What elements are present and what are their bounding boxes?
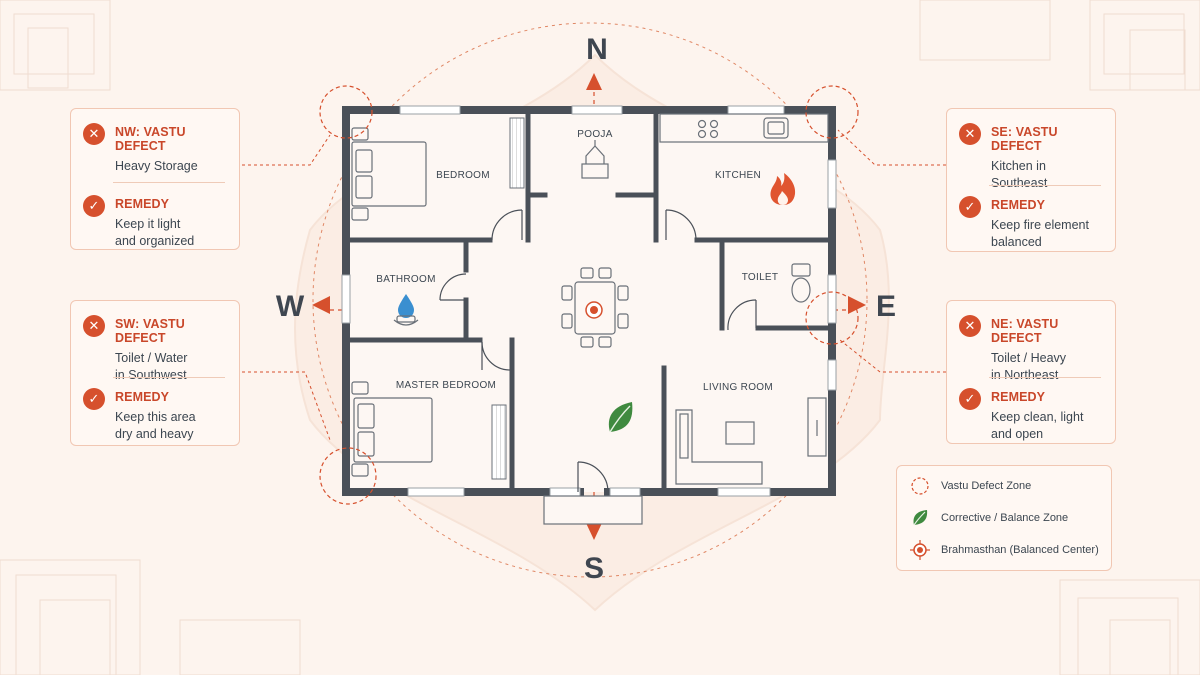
card-sw-defect: ✕ SW: VASTU DEFECT Toilet / Water in Sout… xyxy=(70,300,240,446)
kitchen-counter xyxy=(659,113,829,143)
dining-table xyxy=(561,267,629,348)
room-label-kitchen: KITCHEN xyxy=(715,170,761,181)
remedy-line: and open xyxy=(991,427,1044,441)
defect-zone-legend-icon xyxy=(911,477,929,495)
remedy-title: REMEDY xyxy=(991,390,1046,404)
defect-zone-se xyxy=(805,85,859,139)
defect-zone-sw xyxy=(319,447,377,505)
fire-icon xyxy=(770,173,796,205)
room-label-living-room: LIVING ROOM xyxy=(703,382,773,393)
remedy-title: REMEDY xyxy=(115,390,170,404)
north-label: N xyxy=(586,33,608,66)
card-se-defect: ✕ SE: VASTU DEFECT Kitchen in Southeast ✓… xyxy=(946,108,1116,252)
remedy-line: Keep this area xyxy=(115,410,196,424)
defect-line: Toilet / Water xyxy=(115,351,188,365)
west-label: W xyxy=(276,290,305,323)
west-arrow xyxy=(312,296,330,314)
master-bed xyxy=(351,381,433,477)
defect-line: Southeast xyxy=(991,176,1048,190)
living-sofa xyxy=(675,397,827,485)
bedroom-bed xyxy=(351,127,427,221)
check-icon: ✓ xyxy=(83,195,105,217)
x-icon: ✕ xyxy=(959,315,981,337)
room-label-bedroom: BEDROOM xyxy=(436,170,490,181)
north-arrow xyxy=(586,73,602,90)
remedy-line: Keep it light xyxy=(115,217,181,231)
x-icon: ✕ xyxy=(959,123,981,145)
room-label-bathroom: BATHROOM xyxy=(376,274,435,285)
remedy-title: REMEDY xyxy=(115,197,170,211)
south-label: S xyxy=(584,552,604,585)
brahmasthan-legend-icon xyxy=(910,540,930,560)
remedy-line: balanced xyxy=(991,235,1042,249)
temple-icon xyxy=(581,140,609,179)
entrance-step xyxy=(543,495,643,525)
defect-line: Toilet / Heavy xyxy=(991,351,1067,365)
defect-zone-ne xyxy=(805,291,859,345)
x-icon: ✕ xyxy=(83,315,105,337)
defect-line: in Southwest xyxy=(115,368,187,382)
legend: Vastu Defect Zone Corrective / Balance Z… xyxy=(896,465,1112,571)
direction-arrows xyxy=(312,73,866,540)
leaf-icon xyxy=(608,402,633,433)
x-icon: ✕ xyxy=(83,123,105,145)
water-drop-icon xyxy=(393,294,419,326)
remedy-line: Keep fire element xyxy=(991,218,1089,232)
card-ne-defect: ✕ NE: VASTU DEFECT Toilet / Heavy in Nort… xyxy=(946,300,1116,444)
check-icon: ✓ xyxy=(959,196,981,218)
east-label: E xyxy=(876,290,896,323)
remedy-line: Keep clean, light xyxy=(991,410,1084,424)
defect-title: NW: VASTU DEFECT xyxy=(115,125,186,153)
master-wardrobe xyxy=(491,404,507,480)
compass-circle xyxy=(312,22,868,578)
defect-line: in Northeast xyxy=(991,368,1059,382)
room-label-master-bedroom: MASTER BEDROOM xyxy=(396,380,496,391)
check-icon: ✓ xyxy=(83,388,105,410)
leaf-legend-icon xyxy=(913,510,928,526)
room-label-pooja: POOJA xyxy=(577,129,612,140)
defect-title: SW: VASTU DEFECT xyxy=(115,317,185,345)
card-nw-defect: ✕ NW: VASTU DEFECT Heavy Storage ✓ REMED… xyxy=(70,108,240,250)
defect-line: Heavy Storage xyxy=(115,159,198,173)
defect-line: Kitchen in xyxy=(991,159,1046,173)
legend-balance-zone: Corrective / Balance Zone xyxy=(941,512,1069,524)
remedy-title: REMEDY xyxy=(991,198,1046,212)
check-icon: ✓ xyxy=(959,388,981,410)
floor-plan xyxy=(341,105,837,525)
legend-defect-zone: Vastu Defect Zone xyxy=(941,480,1032,492)
brahmasthan-target-icon xyxy=(585,301,603,319)
defect-title: SE: VASTU DEFECT xyxy=(991,125,1058,153)
defect-zone-nw xyxy=(319,85,373,139)
bedroom-wardrobe xyxy=(509,117,525,189)
room-label-toilet: TOILET xyxy=(742,272,779,283)
remedy-line: dry and heavy xyxy=(115,427,194,441)
south-arrow xyxy=(586,523,602,540)
card-connectors xyxy=(242,129,946,441)
legend-brahmasthan: Brahmasthan (Balanced Center) xyxy=(941,544,1099,556)
defect-zones xyxy=(319,85,859,505)
toilet-fixture xyxy=(791,263,811,303)
defect-title: NE: VASTU DEFECT xyxy=(991,317,1059,345)
east-arrow xyxy=(848,296,866,314)
remedy-line: and organized xyxy=(115,234,195,248)
